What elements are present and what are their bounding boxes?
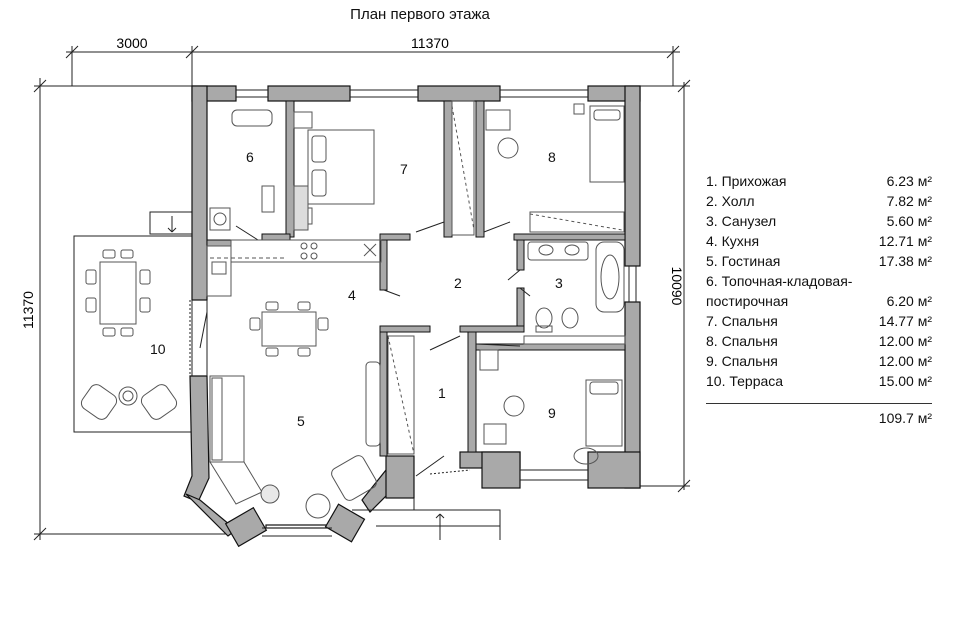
room-number-8: 8 [548,149,556,165]
interior-walls [206,100,626,457]
legend-area: 17.38 м² [878,253,932,269]
entrance-steps [352,498,501,540]
legend-area: 12.00 м² [878,353,932,369]
terrace [73,211,193,433]
door-swings [199,221,531,477]
legend-name-continued: постирочная [706,293,789,309]
legend-row-7: 7. Спальня 14.77 м² [706,313,932,329]
legend-name: Топочная-кладовая- [721,273,853,289]
legend-name: Холл [721,193,755,209]
room-number-1: 1 [438,385,446,401]
legend-number: 1 [706,173,714,189]
legend-name: Прихожая [721,173,787,189]
room-number-7: 7 [400,161,408,177]
room-legend: 1. Прихожая 6.23 м² 2. Холл 7.82 м² 3. С… [706,171,932,428]
legend-area: 7.82 м² [886,193,932,209]
legend-area: 15.00 м² [878,373,932,389]
furniture [206,100,626,519]
legend-area: 12.71 м² [878,233,932,249]
dim-top-left: 3000 [116,35,147,51]
legend-number: 8 [706,333,714,349]
room-number-3: 3 [555,275,563,291]
legend-number: 7 [706,313,714,329]
legend-number: 9 [706,353,714,369]
dim-right-vertical: 10090 [669,267,685,306]
legend-row-3: 3. Санузел 5.60 м² [706,213,932,229]
terrace-dining-set [80,249,178,420]
legend-area: 14.77 м² [878,313,932,329]
dimension-lines [33,45,691,541]
legend-number: 10 [706,373,722,389]
room-number-4: 4 [348,287,356,303]
legend-row-9: 9. Спальня 12.00 м² [706,353,932,369]
legend-row-8: 8. Спальня 12.00 м² [706,333,932,349]
legend-total: 109.7 м² [706,403,932,428]
legend-area: 12.00 м² [878,333,932,349]
legend-row-2: 2. Холл 7.82 м² [706,193,932,209]
legend-name: Санузел [721,213,777,229]
room-numbers: 1 2 3 4 5 6 7 8 9 10 [150,149,563,429]
room-number-10: 10 [150,341,166,357]
room-number-6: 6 [246,149,254,165]
legend-row-1: 1. Прихожая 6.23 м² [706,173,932,189]
room-number-5: 5 [297,413,305,429]
legend-number: 4 [706,233,714,249]
exterior-walls [183,85,641,548]
legend-number: 3 [706,213,714,229]
legend-number: 2 [706,193,714,209]
legend-name: Гостиная [721,253,781,269]
dim-top-right: 11370 [411,35,449,51]
legend-name: Спальня [721,313,778,329]
legend-name: Терраса [729,373,784,389]
legend-area: 5.60 м² [886,213,932,229]
legend-row-4: 4. Кухня 12.71 м² [706,233,932,249]
legend-row-5: 5. Гостиная 17.38 м² [706,253,932,269]
room-number-2: 2 [454,275,462,291]
legend-number: 5 [706,253,714,269]
legend-name: Спальня [721,353,778,369]
legend-area: 6.23 м² [886,173,932,189]
dim-left-vertical: 11370 [20,291,36,329]
legend-name: Кухня [721,233,760,249]
legend-row-6: 6. Топочная-кладовая- постирочная 6.20 м… [706,273,932,309]
legend-name: Спальня [721,333,778,349]
plan-title: План первого этажа [350,6,490,23]
legend-area: 6.20 м² [886,293,932,309]
legend-number: 6 [706,273,714,289]
legend-row-10: 10. Терраса 15.00 м² [706,373,932,389]
room-number-9: 9 [548,405,556,421]
